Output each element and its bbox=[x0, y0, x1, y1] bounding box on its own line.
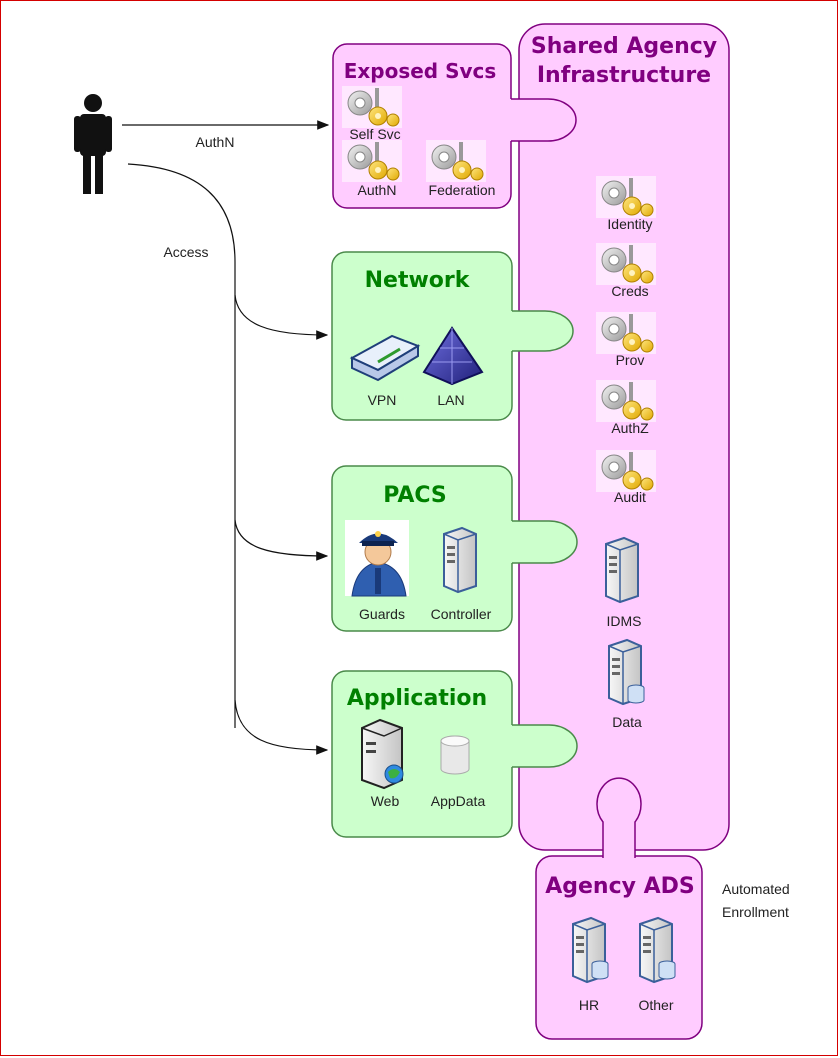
pyramid-network-icon bbox=[422, 326, 484, 386]
self-svc-service: Self Svc bbox=[341, 85, 403, 142]
service-label: Audit bbox=[614, 489, 646, 505]
data-server: Data bbox=[608, 639, 645, 730]
pacs-title: PACS bbox=[383, 483, 447, 508]
pacs-item-label: Controller bbox=[431, 606, 492, 622]
server-label: IDMS bbox=[607, 613, 642, 629]
authz-service: AuthZ bbox=[595, 379, 657, 436]
agency-ads-panel: Agency ADS bbox=[535, 855, 703, 1040]
appdata-item: AppData bbox=[431, 735, 486, 809]
gears-service-icon bbox=[595, 311, 657, 355]
exposed-svcs-title: Exposed Svcs bbox=[344, 59, 497, 83]
agency-ads-note-line2: Enrollment bbox=[722, 904, 789, 920]
creds-service: Creds bbox=[595, 242, 657, 299]
exposed-svcs-connector bbox=[508, 98, 577, 142]
service-label: Prov bbox=[616, 352, 645, 368]
network-title: Network bbox=[365, 268, 471, 293]
application-title: Application bbox=[347, 686, 487, 711]
person-silhouette-icon bbox=[74, 94, 112, 194]
gears-service-icon bbox=[341, 85, 403, 129]
agency-ads-connector bbox=[596, 777, 642, 858]
gears-service-icon bbox=[595, 379, 657, 423]
service-label: AuthZ bbox=[611, 420, 649, 436]
prov-service: Prov bbox=[595, 311, 657, 368]
server-label: HR bbox=[579, 997, 599, 1013]
server-label: Data bbox=[612, 714, 642, 730]
server-tower-icon bbox=[605, 537, 639, 603]
server-label: Other bbox=[638, 997, 673, 1013]
agency-ads-note-line1: Automated bbox=[722, 881, 790, 897]
shared-infrastructure-panel: Shared Agency Infrastructure bbox=[518, 23, 730, 851]
network-item-label: LAN bbox=[437, 392, 464, 408]
gears-service-icon bbox=[341, 139, 403, 183]
database-cylinder-icon bbox=[658, 960, 676, 980]
hr-server: HR bbox=[572, 917, 609, 1013]
service-label: AuthN bbox=[358, 182, 397, 198]
network-connector bbox=[509, 310, 574, 352]
authn-service: AuthN bbox=[341, 139, 403, 198]
federation-service: Federation bbox=[425, 139, 496, 198]
service-label: Self Svc bbox=[349, 126, 400, 142]
idms-server: IDMS bbox=[605, 537, 642, 629]
service-label: Identity bbox=[607, 216, 652, 232]
database-cylinder-icon bbox=[591, 960, 609, 980]
vpn-device-icon bbox=[349, 334, 421, 382]
identity-service: Identity bbox=[595, 175, 657, 232]
authn-edge: AuthN bbox=[122, 120, 330, 150]
pacs-connector bbox=[509, 520, 578, 564]
gears-service-icon bbox=[595, 242, 657, 286]
guards-item: Guards bbox=[345, 520, 409, 622]
web-item: Web bbox=[361, 718, 404, 809]
gears-service-icon bbox=[425, 139, 487, 183]
application-item-label: Web bbox=[371, 793, 400, 809]
security-guard-icon bbox=[345, 520, 409, 597]
lan-item: LAN bbox=[422, 326, 484, 408]
pacs-item-label: Guards bbox=[359, 606, 405, 622]
gears-service-icon bbox=[595, 449, 657, 493]
web-server-globe-icon bbox=[361, 718, 404, 790]
application-item-label: AppData bbox=[431, 793, 486, 809]
service-label: Federation bbox=[429, 182, 496, 198]
vpn-item: VPN bbox=[349, 334, 421, 408]
access-edges: Access bbox=[127, 163, 329, 755]
database-cylinder-icon bbox=[440, 735, 470, 775]
access-edge-label: Access bbox=[163, 244, 208, 260]
service-label: Creds bbox=[611, 283, 648, 299]
controller-item: Controller bbox=[431, 527, 492, 622]
application-panel: Application bbox=[331, 670, 513, 838]
other-server: Other bbox=[638, 917, 676, 1013]
agency-ads-title: Agency ADS bbox=[545, 874, 695, 899]
audit-service: Audit bbox=[595, 449, 657, 505]
application-connector bbox=[509, 724, 578, 768]
authn-edge-label: AuthN bbox=[196, 134, 235, 150]
network-item-label: VPN bbox=[368, 392, 397, 408]
network-panel: Network bbox=[331, 251, 513, 421]
server-tower-icon bbox=[443, 527, 477, 593]
gears-service-icon bbox=[595, 175, 657, 219]
shared-infra-title-line1: Shared Agency bbox=[531, 34, 717, 59]
database-cylinder-icon bbox=[627, 684, 645, 704]
shared-infra-title-line2: Infrastructure bbox=[537, 63, 711, 88]
